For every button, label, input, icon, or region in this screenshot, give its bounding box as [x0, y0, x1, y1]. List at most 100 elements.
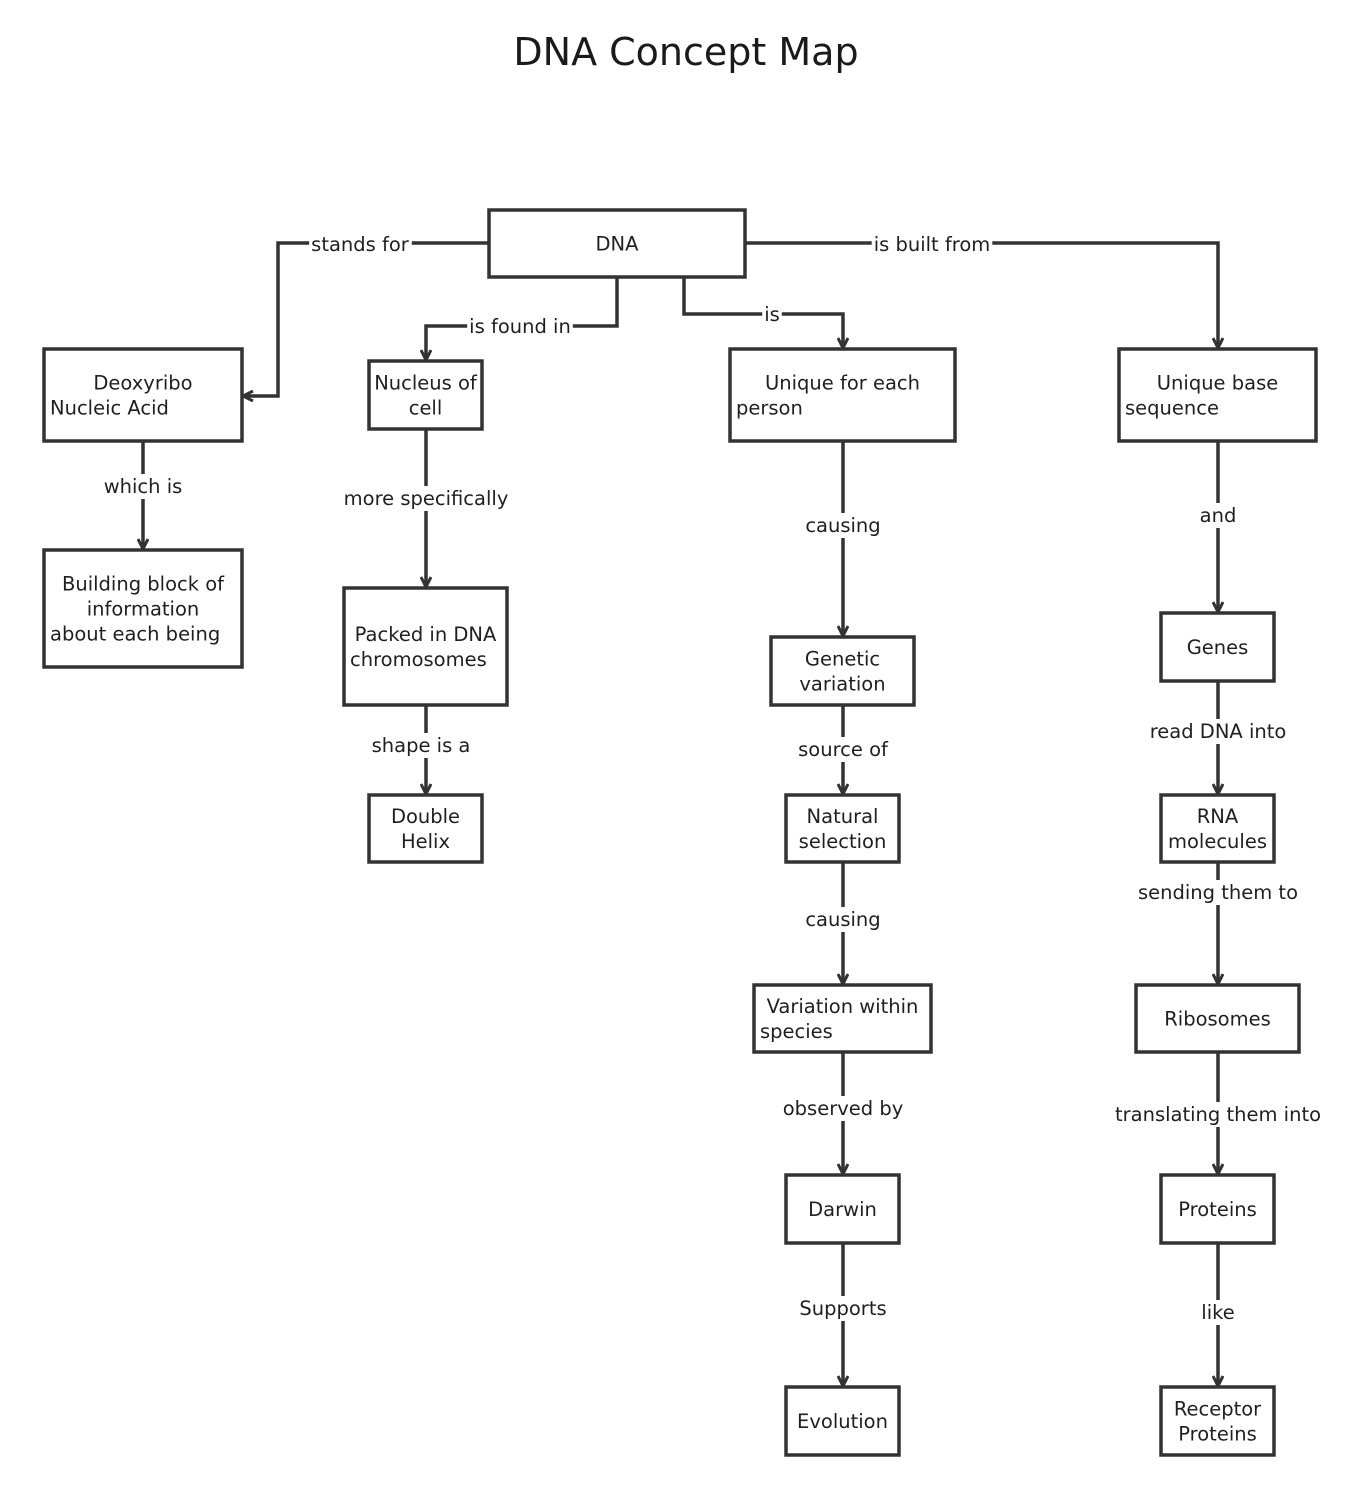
edge-label: source of: [796, 737, 892, 762]
node-dna: DNA: [487, 208, 747, 279]
edge-label-background: [762, 302, 782, 327]
edge-label-background: [467, 314, 573, 339]
edge-label-text: more specifically: [344, 487, 509, 510]
edge-label-text: is: [764, 303, 780, 326]
edge-label-text: sending them to: [1138, 881, 1298, 904]
edge-label-background: [797, 1296, 889, 1321]
edge-label-background: [780, 1096, 906, 1121]
node-label-line: Proteins: [1178, 1423, 1257, 1446]
node-label-line: Deoxyribo: [93, 372, 192, 395]
edge-label-background: [871, 232, 993, 257]
node-label-line: Variation within: [767, 995, 919, 1018]
edge-label: which is: [101, 474, 185, 499]
node-label-line: Unique for each: [765, 372, 920, 395]
node-label-line: Natural: [807, 805, 879, 828]
node-box: [367, 359, 484, 431]
node-box: [784, 1385, 901, 1457]
node-label-line: Building block of: [62, 573, 225, 596]
edge-label: more specifically: [341, 486, 511, 511]
node-label-line: Nucleic Acid: [50, 397, 169, 420]
edge-dna-to-unique-base: [745, 241, 1218, 347]
edge-label-background: [803, 513, 883, 538]
node-box: [752, 983, 933, 1054]
edge-label-background: [1199, 1300, 1237, 1325]
node-label-line: Nucleus of: [374, 372, 478, 395]
edge-label-text: causing: [805, 908, 880, 931]
node-label-line: RNA: [1197, 805, 1239, 828]
edge-label: is: [762, 302, 782, 327]
edge-label: and: [1197, 503, 1239, 528]
node-box: [487, 208, 747, 279]
edge-label-text: causing: [805, 514, 880, 537]
node-box: [784, 793, 901, 864]
node-label-line: Helix: [401, 830, 450, 853]
node-label-line: Genetic: [805, 648, 880, 671]
edge-label-background: [796, 737, 892, 762]
edge-label: read DNA into: [1147, 719, 1289, 744]
node-box: [1159, 611, 1276, 683]
node-label-line: Darwin: [808, 1198, 877, 1221]
node-box: [42, 347, 244, 443]
node-box: [1117, 347, 1318, 443]
edge-label-text: which is: [104, 475, 183, 498]
node-box: [769, 635, 916, 707]
node-evolution: Evolution: [784, 1385, 901, 1457]
node-darwin: Darwin: [784, 1173, 901, 1245]
edge-label-text: source of: [798, 738, 889, 761]
edge-label-text: and: [1200, 504, 1237, 527]
node-box: [42, 548, 244, 669]
edge-label-background: [1147, 719, 1289, 744]
node-label-line: Ribosomes: [1164, 1008, 1271, 1031]
node-box: [1159, 793, 1276, 864]
edge-label: shape is a: [369, 733, 473, 758]
node-label-line: Unique base: [1157, 372, 1278, 395]
node-ribosomes: Ribosomes: [1134, 983, 1301, 1054]
node-label-line: selection: [799, 830, 887, 853]
node-label-line: cell: [409, 397, 443, 420]
node-label-line: Evolution: [797, 1410, 888, 1433]
node-label-line: information: [87, 598, 200, 621]
node-label-line: Genes: [1187, 636, 1249, 659]
edge-label-text: Supports: [799, 1297, 886, 1320]
node-box: [1159, 1385, 1276, 1457]
node-label-line: Receptor: [1174, 1398, 1262, 1421]
node-label-line: DNA: [596, 233, 640, 256]
diagram-title: DNA Concept Map: [513, 30, 859, 74]
connector-arrow: [745, 241, 1218, 347]
node-label-line: about each being: [50, 623, 220, 646]
edge-label-background: [1135, 880, 1301, 905]
edge-label-background: [803, 907, 883, 932]
node-box: [1134, 983, 1301, 1054]
node-box: [728, 347, 957, 443]
node-label-line: sequence: [1125, 397, 1219, 420]
edge-label-text: shape is a: [372, 734, 471, 757]
edge-label: sending them to: [1135, 880, 1301, 905]
node-box: [367, 793, 484, 864]
edge-label-background: [341, 486, 511, 511]
node-genes: Genes: [1159, 611, 1276, 683]
node-box: [1159, 1173, 1276, 1245]
edge-label-background: [369, 733, 473, 758]
edge-label-text: translating them into: [1115, 1103, 1321, 1126]
node-label-line: variation: [799, 673, 885, 696]
edge-label-background: [1197, 503, 1239, 528]
node-box: [784, 1173, 901, 1245]
edge-label-text: is found in: [469, 315, 571, 338]
edge-label: translating them into: [1112, 1102, 1324, 1127]
edge-label: causing: [803, 907, 883, 932]
edge-label-text: stands for: [311, 233, 410, 256]
node-label-line: chromosomes: [350, 648, 487, 671]
edge-label: causing: [803, 513, 883, 538]
edge-label: Supports: [797, 1296, 889, 1321]
